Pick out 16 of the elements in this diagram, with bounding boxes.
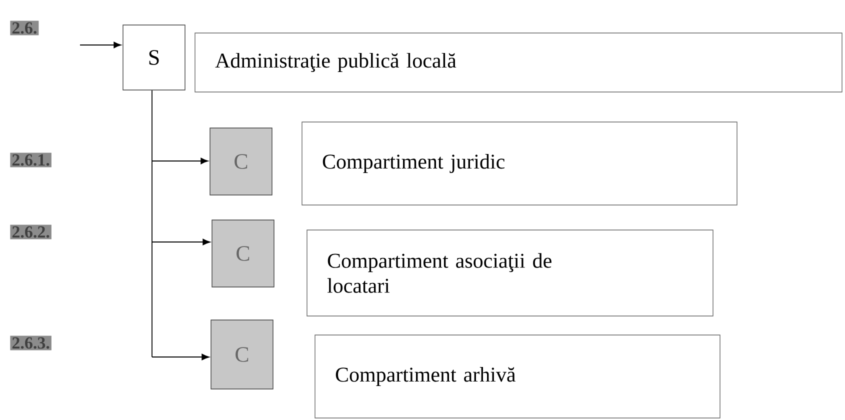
section-number: 2.6.2.	[10, 224, 52, 240]
text-box: Compartiment asociaţii de locatari	[306, 230, 714, 316]
unit-box: C	[212, 220, 274, 288]
unit-box: S	[122, 24, 186, 90]
arrow	[152, 238, 210, 246]
text-box: Compartiment juridic	[302, 122, 738, 206]
section-number: 2.6.	[10, 20, 39, 36]
text-box: Administraţie publică locală	[194, 32, 842, 92]
text-box: Compartiment arhivă	[314, 334, 720, 418]
unit-box: C	[210, 320, 274, 390]
section-number: 2.6.1.	[10, 152, 52, 168]
section-number: 2.6.3.	[10, 336, 52, 350]
unit-box: C	[210, 128, 272, 196]
arrow	[80, 42, 122, 48]
arrow	[152, 354, 210, 360]
arrow	[152, 158, 208, 164]
